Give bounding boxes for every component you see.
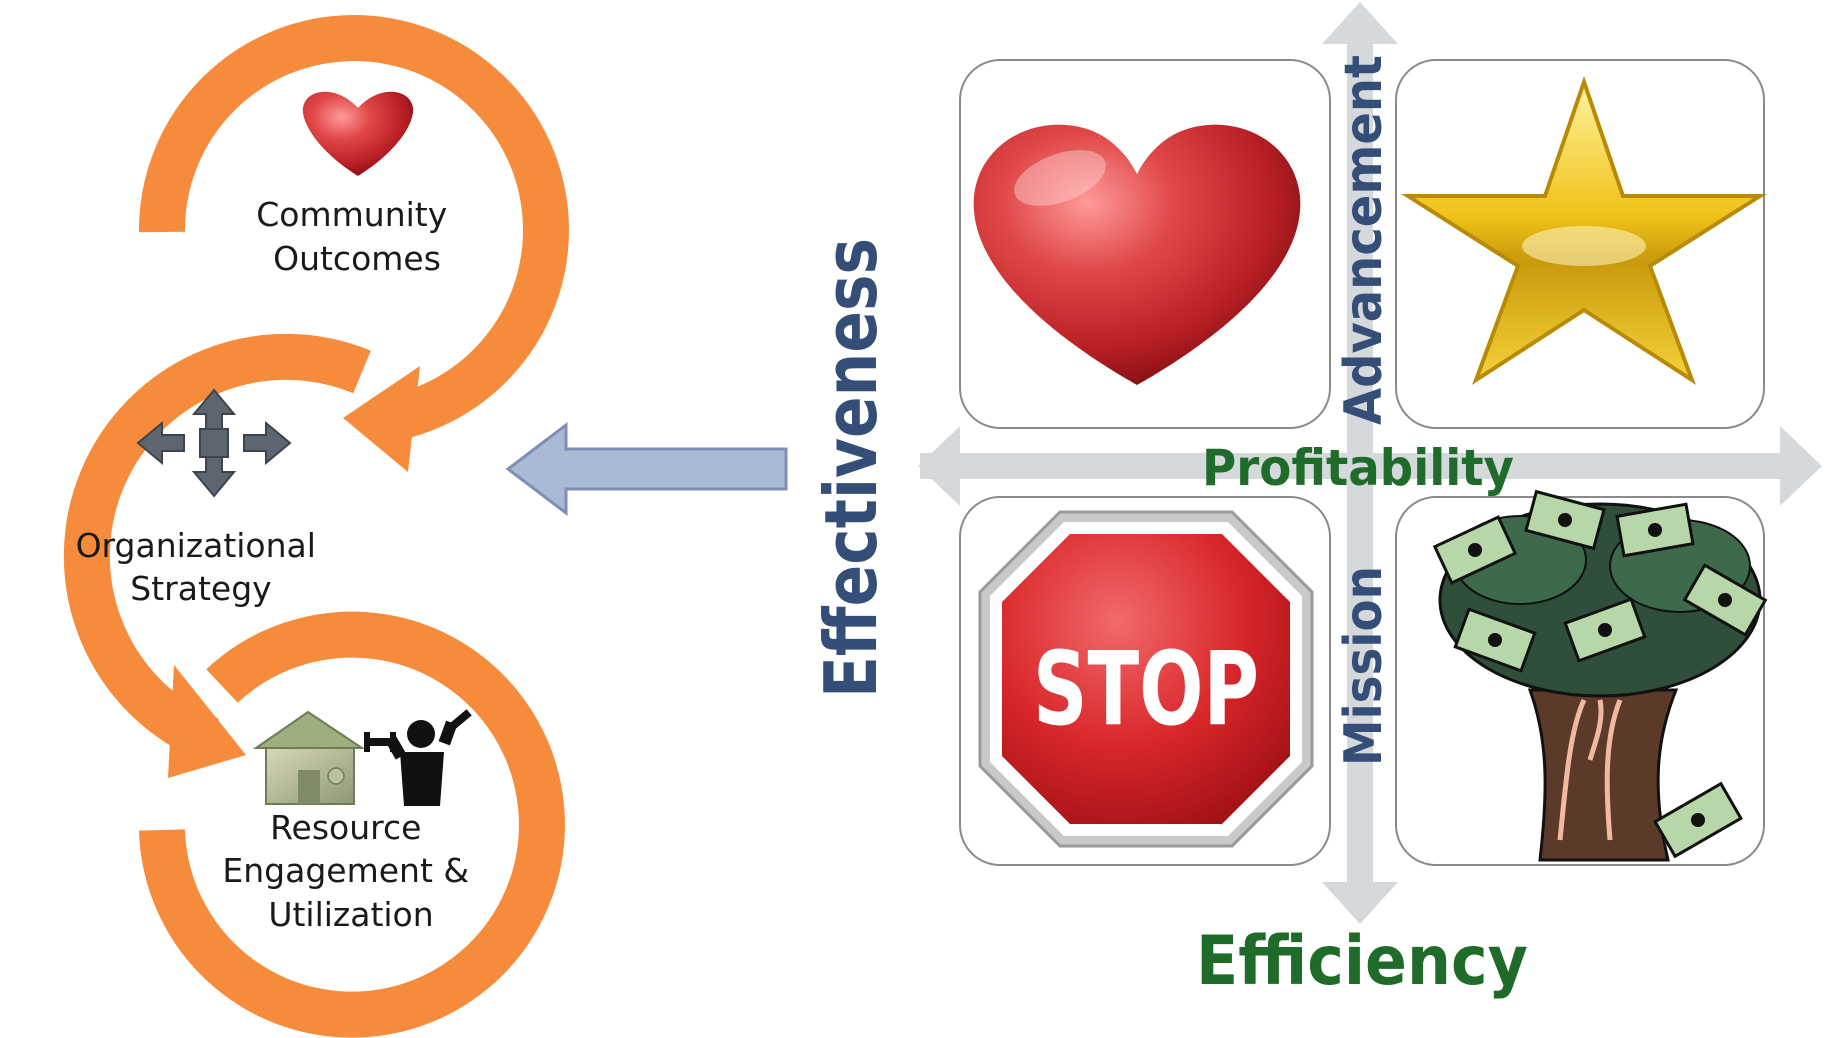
cycle-diagram: Community Outcomes Organizational Strate…	[63, 15, 569, 1038]
cycle-arrowhead-top	[343, 366, 420, 472]
move-arrows-icon	[136, 388, 292, 498]
resource-engagement-label: Resource Engagement & Utilization	[222, 808, 479, 934]
efficiency-axis-label: Efficiency	[1196, 922, 1528, 1001]
stop-sign-icon: STOP	[978, 510, 1314, 848]
organizational-strategy-label: Organizational Strategy	[76, 526, 327, 608]
cycle-ring-middle	[63, 333, 371, 762]
matrix-axes	[918, 2, 1822, 924]
money-house-icon	[252, 710, 366, 805]
weightlifter-icon	[364, 709, 472, 806]
cycle-arrowhead-middle	[168, 665, 246, 778]
community-outcomes-label: Community Outcomes	[256, 195, 458, 278]
matrix: STOP	[809, 2, 1822, 1001]
cycle-ring-top	[138, 15, 569, 443]
stop-sign-text: STOP	[1033, 630, 1259, 749]
money-tree-icon	[1432, 489, 1768, 862]
effectiveness-axis-label: Effectiveness	[809, 238, 893, 698]
mission-label: Mission	[1334, 566, 1394, 766]
heart-icon	[973, 124, 1301, 385]
profitability-label: Profitability	[1202, 439, 1514, 497]
cycle-ring-bottom	[139, 611, 565, 1038]
heart-icon	[302, 91, 414, 176]
connector-arrow	[505, 421, 788, 517]
advancement-label: Advancement	[1334, 55, 1394, 425]
